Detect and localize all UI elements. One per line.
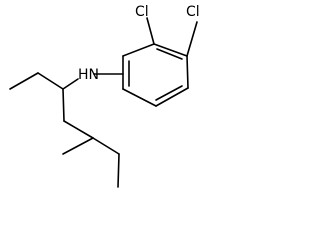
chain-bond-5 xyxy=(62,137,94,155)
ring-bond-1 xyxy=(153,43,188,57)
cl-bond-right xyxy=(186,21,198,57)
chlorine-label-left: Cl xyxy=(135,4,149,20)
chain-bond-1 xyxy=(37,72,64,90)
ring-bond-6 xyxy=(122,43,155,57)
amine-bond-alkyl xyxy=(62,78,79,90)
ring-bond-4 xyxy=(122,88,157,107)
cl-bond-left xyxy=(146,17,155,45)
ring-double-bond-2 xyxy=(155,85,183,101)
chain-bond-4 xyxy=(63,120,94,139)
chlorine-label-right: Cl xyxy=(186,4,200,20)
chain-bond-3 xyxy=(62,88,65,122)
ring-bond-3 xyxy=(155,87,189,107)
amine-label: HN xyxy=(78,67,99,83)
chain-bond-6 xyxy=(92,137,120,155)
chain-bond-7 xyxy=(117,153,120,188)
ring-double-bond-1 xyxy=(156,48,183,60)
molecule-drawing: Cl Cl HN xyxy=(9,4,200,188)
chain-bond-2 xyxy=(9,72,39,90)
ring-bond-2 xyxy=(186,55,189,89)
structure-canvas: Cl Cl HN xyxy=(9,4,200,188)
